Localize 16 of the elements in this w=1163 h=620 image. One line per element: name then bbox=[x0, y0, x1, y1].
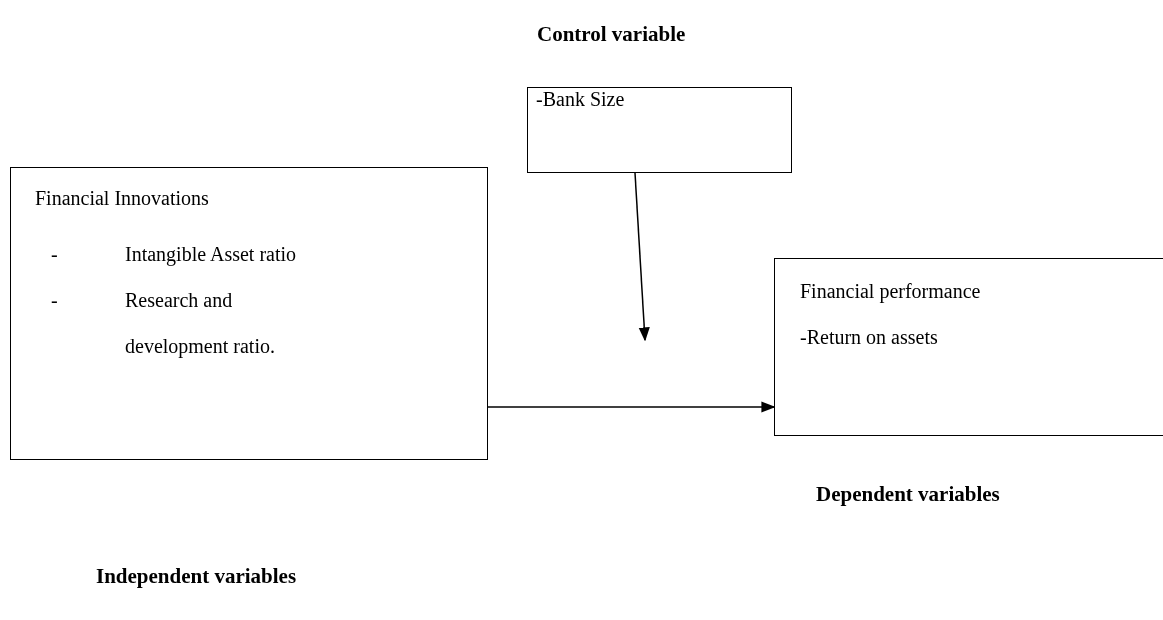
section-heading: Independent variables bbox=[96, 564, 297, 589]
variable-box bbox=[774, 258, 1163, 436]
box-heading: Financial Innovations bbox=[35, 186, 210, 211]
section-heading: Dependent variables bbox=[816, 482, 1000, 507]
arrow bbox=[487, 401, 776, 413]
box-text: - bbox=[51, 242, 59, 267]
box-text: -Return on assets bbox=[800, 325, 939, 350]
box-heading: Financial performance bbox=[800, 279, 982, 305]
box-text: Intangible Asset ratio bbox=[125, 242, 298, 268]
box-text: Research and development ratio. bbox=[125, 288, 276, 360]
variable-box bbox=[10, 167, 488, 460]
variable-box bbox=[527, 87, 792, 173]
box-text: - bbox=[51, 288, 59, 313]
box-text: -Bank Size bbox=[536, 87, 626, 112]
arrow bbox=[634, 172, 650, 342]
section-heading: Control variable bbox=[537, 22, 686, 47]
